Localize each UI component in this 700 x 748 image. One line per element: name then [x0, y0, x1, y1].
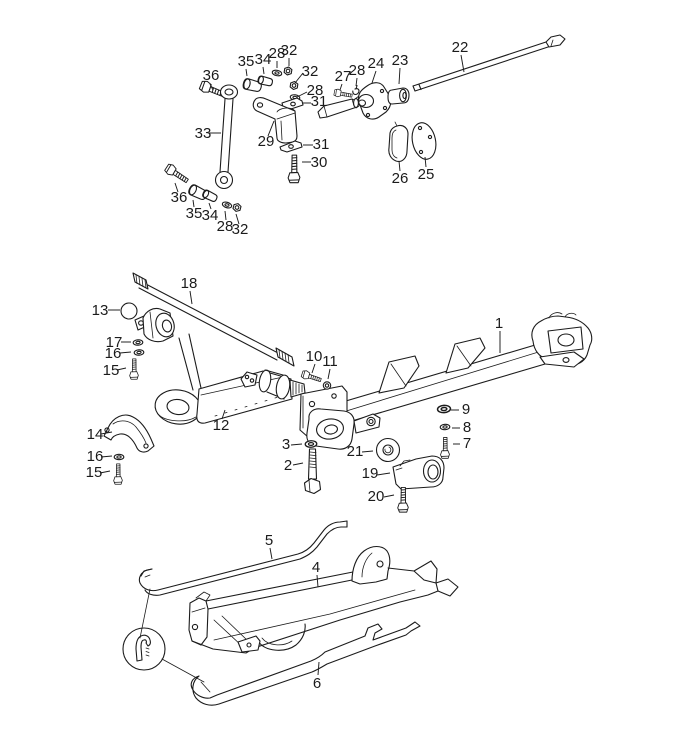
- washer-3: [304, 439, 318, 449]
- strip-6: [190, 621, 421, 706]
- nut-32-lower: [231, 202, 243, 213]
- bolt-20: [397, 486, 409, 513]
- part-label-31-lower[interactable]: 31: [313, 136, 330, 153]
- part-label-25[interactable]: 25: [418, 166, 435, 183]
- part-label-5[interactable]: 5: [265, 532, 273, 549]
- part-label-36-upper[interactable]: 36: [203, 67, 220, 84]
- part-label-34-upper[interactable]: 34: [255, 51, 272, 68]
- control-arm-12: [154, 333, 306, 425]
- part-label-4[interactable]: 4: [312, 559, 320, 576]
- washer-11: [322, 381, 332, 390]
- bracket-14: [103, 414, 155, 453]
- part-label-10[interactable]: 10: [306, 348, 323, 365]
- part-label-29[interactable]: 29: [258, 133, 275, 150]
- part-label-20[interactable]: 20: [368, 488, 385, 505]
- bolt-10: [300, 369, 323, 385]
- washer-16-lower: [113, 453, 125, 461]
- part-label-2[interactable]: 2: [284, 457, 292, 474]
- part-label-35-upper[interactable]: 35: [238, 53, 255, 70]
- part-labels: 36 35 34 28 32 32 28 31 33 29 31 30 36 3…: [86, 39, 504, 692]
- bolt-27: [333, 88, 354, 100]
- torsion-bar-22: [412, 34, 566, 92]
- part-label-16-lower[interactable]: 16: [87, 448, 104, 465]
- retaining-clip-icon: [135, 634, 151, 662]
- part-label-19[interactable]: 19: [362, 465, 379, 482]
- part-label-3[interactable]: 3: [282, 436, 290, 453]
- cover-26: [388, 121, 409, 162]
- sleeve-34-lower: [201, 188, 219, 204]
- part-label-6[interactable]: 6: [313, 675, 321, 692]
- axle-beam-assembly: [299, 312, 593, 513]
- detail-circle: [122, 588, 205, 683]
- diagram-artwork: [103, 34, 593, 706]
- part-label-16-upper[interactable]: 16: [105, 345, 122, 362]
- part-label-22[interactable]: 22: [452, 39, 469, 56]
- part-label-26[interactable]: 26: [392, 170, 409, 187]
- bolt-2: [303, 448, 322, 495]
- washer-16-upper: [133, 348, 145, 357]
- part-label-30[interactable]: 30: [311, 154, 328, 171]
- part-label-35-lower[interactable]: 35: [186, 205, 203, 222]
- part-label-31-upper[interactable]: 31: [311, 93, 328, 110]
- clip-28-right: [352, 84, 360, 96]
- part-label-23[interactable]: 23: [392, 52, 409, 69]
- clamp-plate-31-lower: [279, 140, 303, 153]
- mount-24: [353, 82, 392, 120]
- part-label-28-upper[interactable]: 28: [269, 45, 286, 62]
- bolt-15-lower: [113, 463, 123, 485]
- part-label-33[interactable]: 33: [195, 125, 212, 142]
- lever-29: [252, 97, 298, 144]
- part-label-15-upper[interactable]: 15: [103, 362, 120, 379]
- part-label-9[interactable]: 9: [462, 401, 470, 418]
- part-label-12[interactable]: 12: [213, 417, 230, 434]
- cap-13: [120, 302, 138, 320]
- part-label-36-lower[interactable]: 36: [171, 189, 188, 206]
- arm-front-mount: [134, 307, 175, 343]
- washer-28-upper: [271, 68, 283, 78]
- torsion-bar-18: [132, 272, 295, 367]
- control-arm-assembly: [103, 272, 306, 485]
- part-label-21[interactable]: 21: [347, 443, 364, 460]
- part-label-32-mid[interactable]: 32: [302, 63, 319, 80]
- strip-5: [138, 520, 348, 596]
- bolt-7: [440, 437, 450, 459]
- axle-beam-1: [299, 312, 593, 450]
- part-label-15-lower[interactable]: 15: [86, 464, 103, 481]
- part-label-17[interactable]: 17: [106, 334, 123, 351]
- part-label-18[interactable]: 18: [181, 275, 198, 292]
- mount-19: [392, 455, 445, 490]
- part-label-28-right[interactable]: 28: [349, 62, 366, 79]
- washer-17: [132, 338, 144, 347]
- part-label-8[interactable]: 8: [463, 419, 471, 436]
- part-label-13[interactable]: 13: [92, 302, 109, 319]
- part-label-7[interactable]: 7: [463, 435, 471, 452]
- drop-link-33: [214, 84, 239, 190]
- part-label-32-lower[interactable]: 32: [232, 221, 249, 238]
- part-label-32-upper[interactable]: 32: [281, 42, 298, 59]
- part-label-28-mid[interactable]: 28: [307, 82, 324, 99]
- part-label-1[interactable]: 1: [495, 315, 503, 332]
- part-label-27[interactable]: 27: [335, 68, 352, 85]
- part-label-14[interactable]: 14: [87, 426, 104, 443]
- washer-28-lower: [221, 200, 233, 210]
- plate-4: [188, 545, 459, 654]
- bolt-30: [287, 154, 301, 184]
- leader-lines: [99, 54, 501, 676]
- part-label-11[interactable]: 11: [322, 353, 338, 370]
- plate-25: [411, 122, 437, 160]
- torsion-bar-mount-assembly: [333, 34, 566, 162]
- washer-9: [436, 404, 452, 414]
- cap-23: [387, 87, 410, 105]
- nut-32-mid: [289, 80, 299, 91]
- part-label-24[interactable]: 24: [368, 55, 385, 72]
- grommet-21: [375, 437, 401, 463]
- protection-plates-assembly: [122, 520, 459, 706]
- part-label-34-lower[interactable]: 34: [202, 207, 219, 224]
- bolt-15-upper: [129, 358, 139, 380]
- part-label-28-lower[interactable]: 28: [217, 218, 234, 235]
- washer-8: [439, 423, 451, 431]
- bolt-36-lower: [163, 162, 191, 186]
- nut-32-upper: [283, 65, 293, 77]
